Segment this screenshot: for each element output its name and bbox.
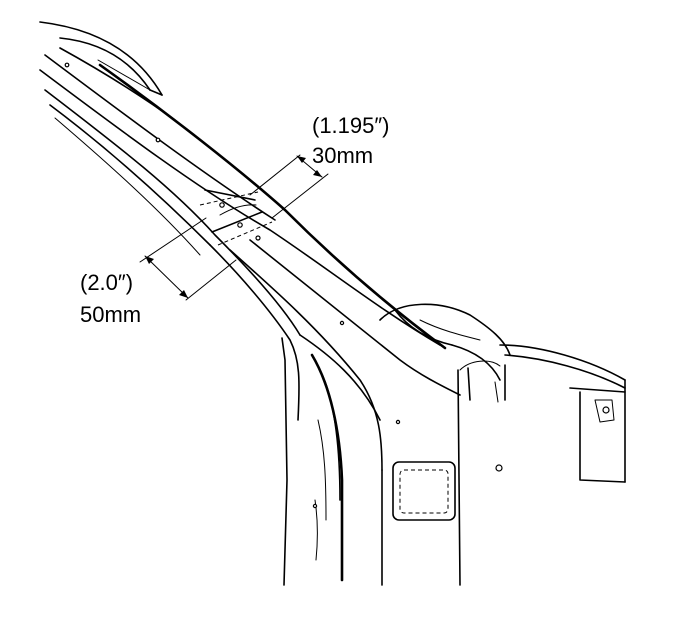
weld-hole [339, 320, 345, 326]
upper-dimension-inches: (1.195″) [312, 113, 390, 138]
upper-dimension: (1.195″) 30mm [249, 113, 390, 219]
inner-panel [392, 367, 503, 586]
lower-dimension: (2.0″) 50mm [80, 217, 237, 327]
lower-dimension-inches: (2.0″) [80, 270, 133, 295]
access-cutout [392, 461, 456, 521]
weld-hole [64, 62, 70, 68]
section-cut-band [64, 62, 345, 326]
weld-hole [312, 503, 318, 509]
roof-panel-fragment [39, 21, 163, 96]
weld-hole [219, 202, 225, 208]
a-pillar-assembly [39, 47, 461, 471]
cowl-area [379, 303, 626, 483]
weld-hole [395, 419, 401, 425]
weld-hole [255, 235, 261, 241]
weld-hole [155, 137, 161, 143]
body-side-lower [281, 337, 401, 586]
weld-hole [602, 406, 610, 414]
upper-dimension-metric: 30mm [312, 143, 373, 168]
weld-hole [237, 222, 243, 228]
weld-hole [495, 464, 503, 472]
lower-dimension-metric: 50mm [80, 302, 141, 327]
